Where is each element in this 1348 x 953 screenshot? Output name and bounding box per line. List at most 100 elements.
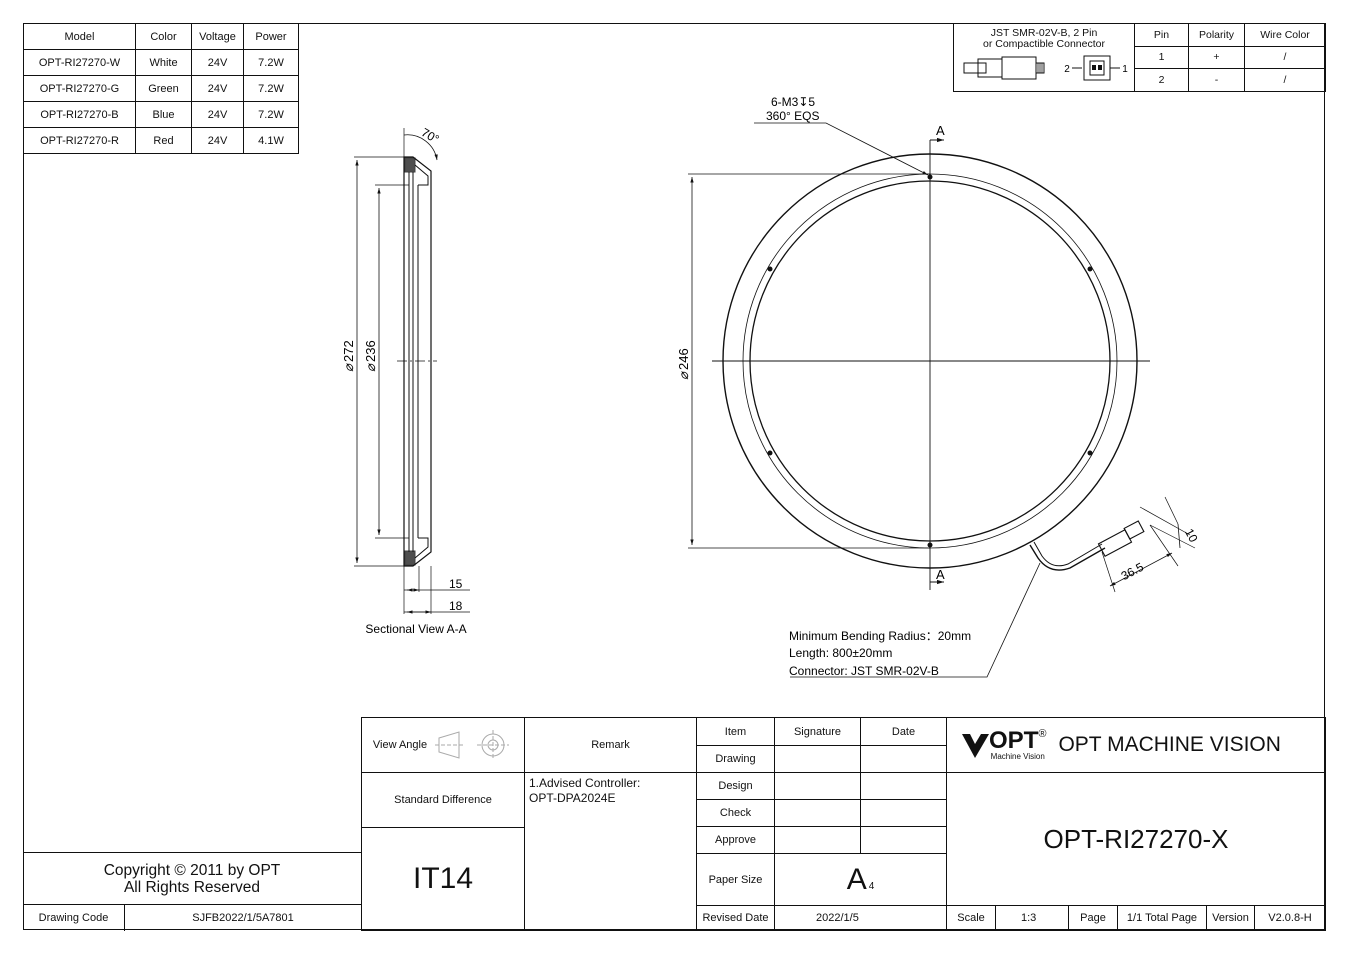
section-dia-inner-label: ⌀ 236 <box>363 340 378 372</box>
date-header: Date <box>861 718 947 746</box>
projection-symbol-icon <box>435 730 510 760</box>
revised-date-value: 2022/1/5 <box>775 906 947 931</box>
spec-cell: OPT-RI27270-R <box>23 127 136 154</box>
paper-size-label: Paper Size <box>697 854 775 906</box>
svg-text:⌀: ⌀ <box>363 363 378 372</box>
paper-size-letter: A <box>846 862 867 896</box>
opt-logo: OPT® Machine Vision <box>989 729 1046 761</box>
table-row: OPT-RI27270-G Green 24V 7.2W <box>23 75 299 102</box>
table-row: OPT-RI27270-B Blue 24V 7.2W <box>23 101 299 128</box>
copyright-text: Copyright © 2011 by OPT All Rights Reser… <box>23 853 361 905</box>
copyright-block: Copyright © 2011 by OPT All Rights Reser… <box>23 852 361 931</box>
dim-10-label: 10 <box>1182 526 1201 545</box>
dim-15-label: 15 <box>449 577 463 591</box>
spec-cell: Red <box>135 127 192 154</box>
spec-cell: 7.2W <box>243 49 299 76</box>
cable-note-line3: Connector: JST SMR-02V-B <box>789 664 939 678</box>
revised-date-label: Revised Date <box>697 906 775 931</box>
front-dia-label: ⌀ 246 <box>676 348 691 380</box>
connector-icon: 2 1 <box>963 55 1128 81</box>
drawing-code-value: SJFB2022/1/5A7801 <box>192 912 294 924</box>
section-mark-top: A <box>936 123 945 138</box>
opt-logo-text: OPT <box>989 727 1039 754</box>
design-date <box>861 773 947 800</box>
section-caption: Sectional View A-A <box>365 622 466 636</box>
spec-header-row: Model Color Voltage Power <box>23 23 299 50</box>
standard-difference-label: Standard Difference <box>362 773 525 828</box>
company-name: OPT MACHINE VISION <box>1058 733 1281 756</box>
spec-header-color: Color <box>135 23 192 50</box>
paper-size-value: A 4 <box>775 854 947 906</box>
mount-holes <box>767 174 1093 548</box>
hole-spec-line1: 6-M3↧5 <box>771 95 815 109</box>
spec-table: Model Color Voltage Power OPT-RI27270-W … <box>23 23 299 154</box>
version-value: V2.0.8-H <box>1255 906 1326 931</box>
front-view <box>688 122 1196 678</box>
model-number: OPT-RI27270-X <box>947 773 1326 906</box>
pin-label-right: 1 <box>1122 64 1128 75</box>
sectional-view <box>354 128 470 614</box>
svg-text:236: 236 <box>363 340 378 362</box>
drawing-frame <box>23 23 1325 930</box>
spec-cell: Blue <box>135 101 192 128</box>
copyright-line2: All Rights Reserved <box>123 878 261 896</box>
remark-header: Remark <box>525 718 697 773</box>
cable-note-line2: Length: 800±20mm <box>789 646 892 660</box>
paper-size-number: 4 <box>868 881 875 892</box>
hole-spec-line2: 360° EQS <box>766 109 820 123</box>
spec-cell: 24V <box>191 101 244 128</box>
opt-logo-icon <box>962 734 989 758</box>
check-date <box>861 800 947 827</box>
remark-line1: 1.Advised Controller: <box>529 776 641 790</box>
opt-logo-subtitle: Machine Vision <box>990 752 1045 761</box>
conn-header-wire-color: Wire Color <box>1244 23 1326 47</box>
spec-cell: 24V <box>191 127 244 154</box>
spec-cell: OPT-RI27270-B <box>23 101 136 128</box>
approve-signature <box>775 827 861 854</box>
connector-title-line2: or Compactible Connector <box>983 38 1105 50</box>
company-header: OPT® Machine Vision OPT MACHINE VISION <box>947 718 1326 773</box>
svg-text:272: 272 <box>341 340 356 362</box>
spec-cell: 4.1W <box>243 127 299 154</box>
title-block: View Angle Standard Difference IT14 Rema… <box>361 717 1326 931</box>
dim-18-label: 18 <box>449 599 463 613</box>
version-label: Version <box>1207 906 1255 931</box>
svg-text:⌀: ⌀ <box>341 363 356 372</box>
check-signature <box>775 800 861 827</box>
section-angle-label: 70° <box>419 125 442 146</box>
cable-note-line1: Minimum Bending Radius：20mm <box>789 629 971 643</box>
connector-title-line1: JST SMR-02V-B, 2 Pin <box>990 27 1098 39</box>
drawing-signature <box>775 746 861 773</box>
table-row: 2 - / <box>954 68 1326 92</box>
copyright-line1: Copyright © 2011 by OPT <box>103 861 281 879</box>
remark-line2: OPT-DPA2024E <box>529 791 616 805</box>
page-value: 1/1 Total Page <box>1118 906 1207 931</box>
design-signature <box>775 773 861 800</box>
table-row: OPT-RI27270-W White 24V 7.2W <box>23 49 299 76</box>
design-label: Design <box>697 773 775 800</box>
dim-36-5-label: 36.5 <box>1119 560 1146 583</box>
table-row: 1 + / <box>954 45 1326 70</box>
connector-table: JST SMR-02V-B, 2 Pin or Compactible Conn… <box>953 23 1326 92</box>
approve-label: Approve <box>697 827 775 854</box>
drawing-date <box>861 746 947 773</box>
section-dia-outer-label: ⌀ 272 <box>341 340 356 372</box>
conn-cell: / <box>1244 68 1326 92</box>
signature-header: Signature <box>775 718 861 746</box>
drawing-code-label: Drawing Code <box>23 905 125 931</box>
section-mark-bottom: A <box>936 567 945 582</box>
connector-title-cell: JST SMR-02V-B, 2 Pin or Compactible Conn… <box>953 23 1135 92</box>
pin-label-left: 2 <box>1064 64 1070 75</box>
tolerance-grade: IT14 <box>362 828 525 931</box>
spec-cell: 24V <box>191 75 244 102</box>
conn-cell: 2 <box>1134 68 1189 92</box>
scale-value: 1:3 <box>996 906 1069 931</box>
opt-logo-reg: ® <box>1038 728 1047 740</box>
scale-label: Scale <box>947 906 996 931</box>
view-angle-label: View Angle <box>372 739 428 751</box>
remark-content: 1.Advised Controller: OPT-DPA2024E <box>525 773 697 931</box>
item-header: Item <box>697 718 775 746</box>
approve-date <box>861 827 947 854</box>
spec-cell: OPT-RI27270-G <box>23 75 136 102</box>
